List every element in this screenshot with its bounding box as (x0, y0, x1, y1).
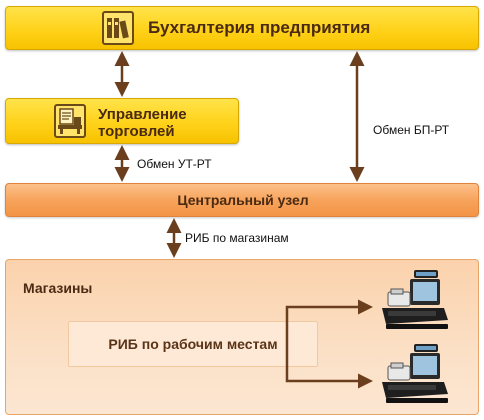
edge-label-rib-stores: РИБ по магазинам (185, 231, 289, 245)
trade-node: Управление торговлей (5, 98, 239, 144)
stores-title: Магазины (23, 280, 93, 296)
rib-workplaces-title: РИБ по рабочим местам (108, 336, 278, 352)
trade-title-line2: торговлей (98, 123, 175, 140)
edge-label-bp-rt: Обмен БП-РТ (373, 123, 450, 137)
pos-terminal-icon (382, 344, 448, 403)
arrow-to-pos-top (285, 299, 373, 344)
trade-desk-icon (54, 104, 86, 138)
accounting-title: Бухгалтерия предприятия (148, 18, 371, 37)
arrow-to-pos-bottom (285, 344, 373, 389)
binders-icon (102, 11, 134, 45)
trade-title-line1: Управление (98, 106, 187, 123)
central-title: Центральный узел (177, 192, 309, 208)
pos-terminal-icon (382, 270, 448, 329)
rib-workplaces-node: РИБ по рабочим местам (68, 321, 318, 367)
central-node: Центральный узел (5, 183, 479, 217)
edge-label-ut-rt: Обмен УТ-РТ (137, 157, 212, 171)
accounting-node: Бухгалтерия предприятия (5, 6, 479, 50)
